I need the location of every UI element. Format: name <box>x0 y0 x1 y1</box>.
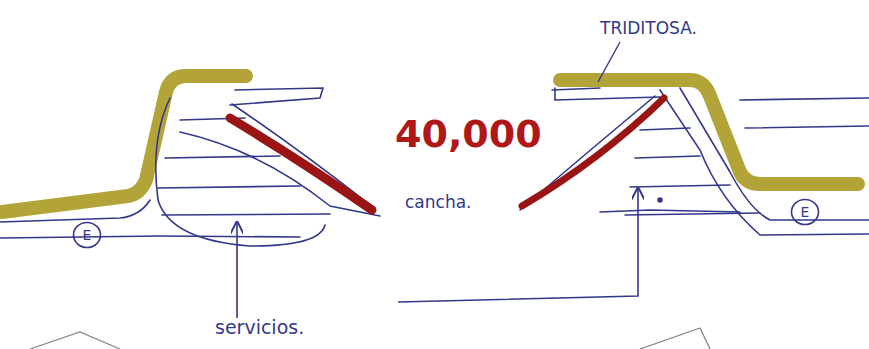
leader-line <box>236 222 238 318</box>
handwritten-label: TRIDITOSA. <box>600 18 697 38</box>
entrance-circle: E <box>790 198 820 226</box>
embankment-left <box>2 76 246 212</box>
entrance-mark: E <box>790 198 820 226</box>
entrance-circle: E <box>72 221 102 249</box>
right-stand-lines <box>520 88 869 235</box>
handwritten-label: cancha. <box>405 192 471 212</box>
seating-tier-right <box>522 98 664 206</box>
partial-sketch <box>30 332 120 349</box>
handwritten-label: servicios. <box>215 316 304 338</box>
leader-line <box>398 188 638 302</box>
seating-tier-left <box>230 118 372 210</box>
capacity-number: 40,000 <box>395 112 542 156</box>
entrance-mark: E <box>72 221 102 249</box>
left-stand-lines <box>0 88 380 246</box>
partial-sketch <box>640 328 710 349</box>
leader-line <box>598 42 620 82</box>
